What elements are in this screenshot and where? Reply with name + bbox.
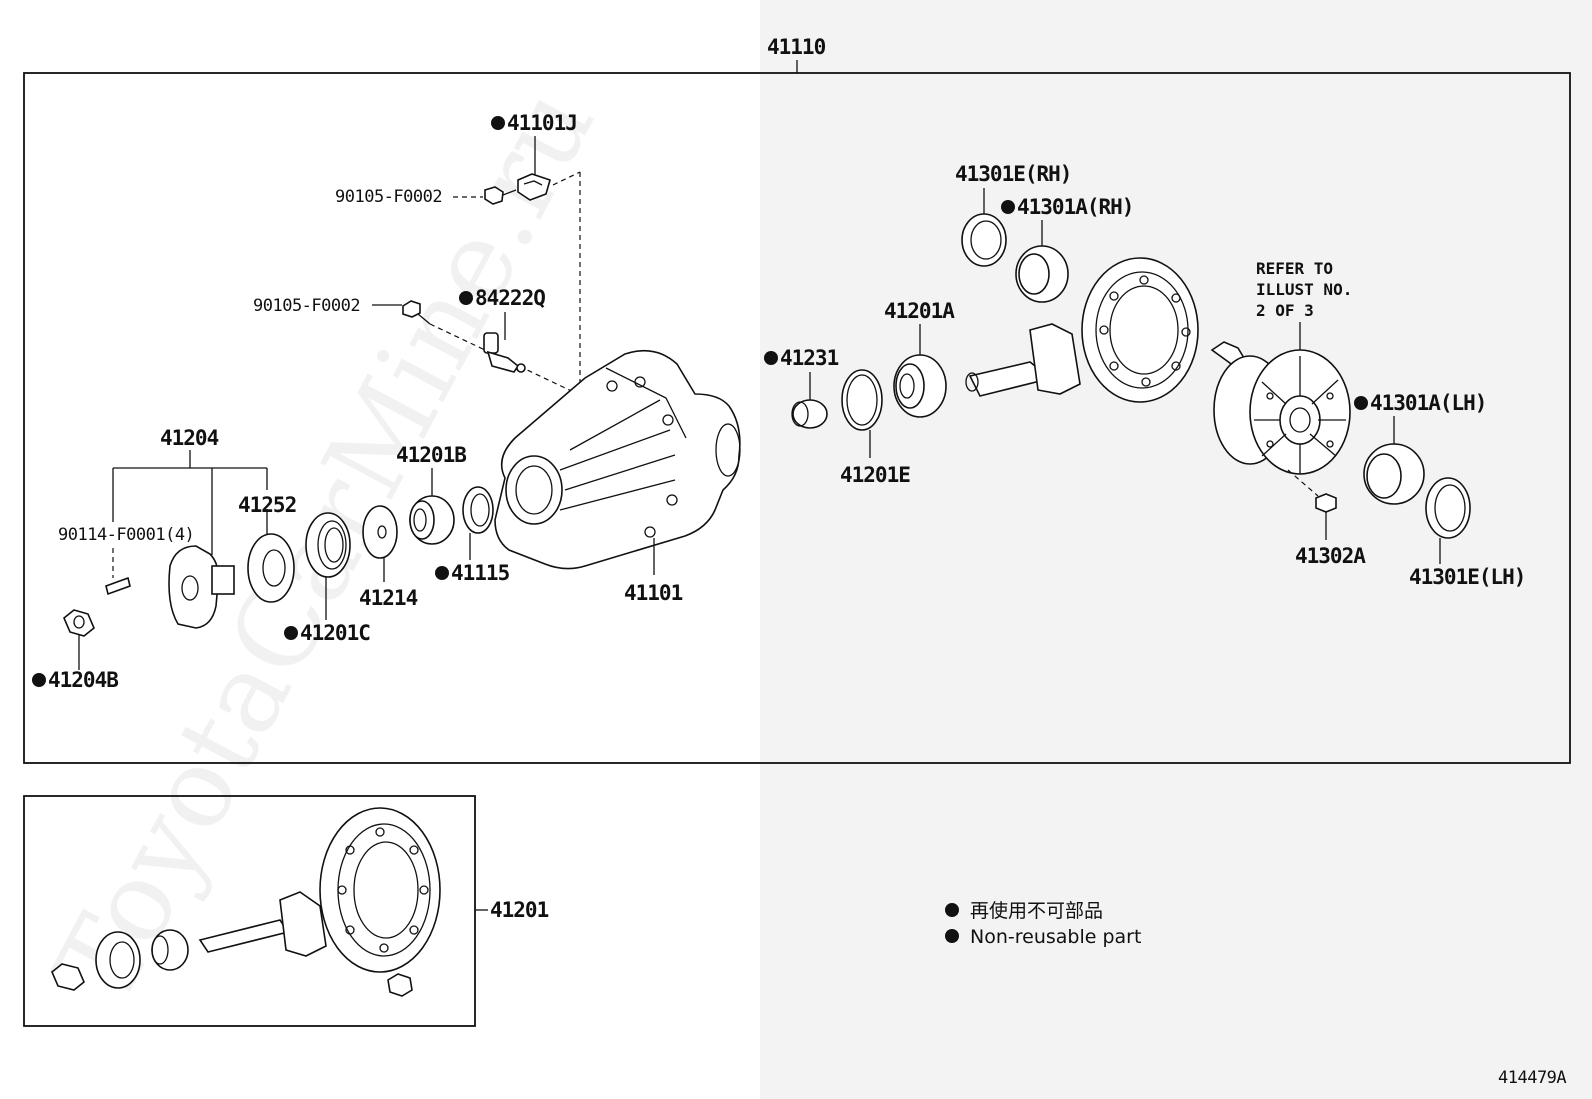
part-84222Q-sensor xyxy=(483,332,526,373)
label-41231[interactable]: 41231 xyxy=(780,346,840,370)
assembly-frame-41201 xyxy=(23,795,476,1027)
part-41302A-bolt xyxy=(1315,493,1337,513)
part-41101-carrier-housing xyxy=(494,349,741,570)
part-90105-top-bolt xyxy=(484,186,517,205)
label-41214[interactable]: 41214 xyxy=(359,586,419,610)
label-90105-top[interactable]: 90105-F0002 xyxy=(335,187,443,207)
label-41201A[interactable]: 41201A xyxy=(884,299,956,323)
part-41231-spacer xyxy=(791,399,828,429)
part-differential-case xyxy=(1210,341,1351,475)
label-84222Q[interactable]: 84222Q xyxy=(475,286,546,310)
part-41201E-shim xyxy=(841,369,883,431)
legend-jp: 再使用不可部品 xyxy=(970,900,1103,922)
part-41204-flange xyxy=(168,545,235,629)
part-41201B-bearing xyxy=(409,495,455,545)
part-41115-oil-seal xyxy=(462,486,494,534)
diagram-id: 414479A xyxy=(1498,1068,1566,1088)
part-41201A-bearing xyxy=(893,354,947,418)
part-ring-gear-pinion xyxy=(965,257,1199,403)
label-90114[interactable]: 90114-F0001(4) xyxy=(58,525,195,545)
label-41252[interactable]: 41252 xyxy=(238,493,297,517)
part-41301E-RH-shim xyxy=(961,213,1007,267)
label-41204[interactable]: 41204 xyxy=(160,426,220,450)
label-41201C[interactable]: 41201C xyxy=(300,621,371,645)
part-41252-seal xyxy=(247,533,295,603)
refer-note-line1: REFER TO xyxy=(1256,259,1333,278)
label-90105-mid[interactable]: 90105-F0002 xyxy=(253,296,361,316)
part-41301E-LH-shim xyxy=(1425,477,1471,539)
part-41201C-bearing-race xyxy=(305,512,351,578)
part-41101J-sensor xyxy=(517,173,551,201)
label-41301A-RH[interactable]: 41301A(RH) xyxy=(1017,195,1134,219)
part-41201-ring-pinion-kit xyxy=(51,807,441,997)
refer-note-line3: 2 OF 3 xyxy=(1256,301,1314,320)
label-41301E-LH[interactable]: 41301E(LH) xyxy=(1409,565,1526,589)
label-41201B[interactable]: 41201B xyxy=(396,443,467,467)
label-41301A-LH[interactable]: 41301A(LH) xyxy=(1370,391,1487,415)
label-41110[interactable]: 41110 xyxy=(767,35,827,59)
part-90114-stud xyxy=(105,576,131,596)
label-41301E-RH[interactable]: 41301E(RH) xyxy=(955,162,1072,186)
part-41214-washer xyxy=(362,505,398,559)
part-90105-mid-bolt xyxy=(402,300,431,325)
label-41201[interactable]: 41201 xyxy=(490,898,550,922)
label-41115[interactable]: 41115 xyxy=(451,561,511,585)
label-41101[interactable]: 41101 xyxy=(624,581,684,605)
part-41204B-nut xyxy=(63,609,95,637)
label-41204B[interactable]: 41204B xyxy=(48,668,119,692)
background-right xyxy=(760,0,1592,1099)
part-41301A-LH-bearing xyxy=(1363,443,1425,505)
legend-en: Non-reusable part xyxy=(970,926,1141,948)
label-41101J[interactable]: 41101J xyxy=(507,111,578,135)
part-41301A-RH-bearing xyxy=(1015,245,1069,303)
label-41302A[interactable]: 41302A xyxy=(1295,544,1367,568)
refer-note-line2: ILLUST NO. xyxy=(1256,280,1352,299)
label-41201E[interactable]: 41201E xyxy=(840,463,911,487)
